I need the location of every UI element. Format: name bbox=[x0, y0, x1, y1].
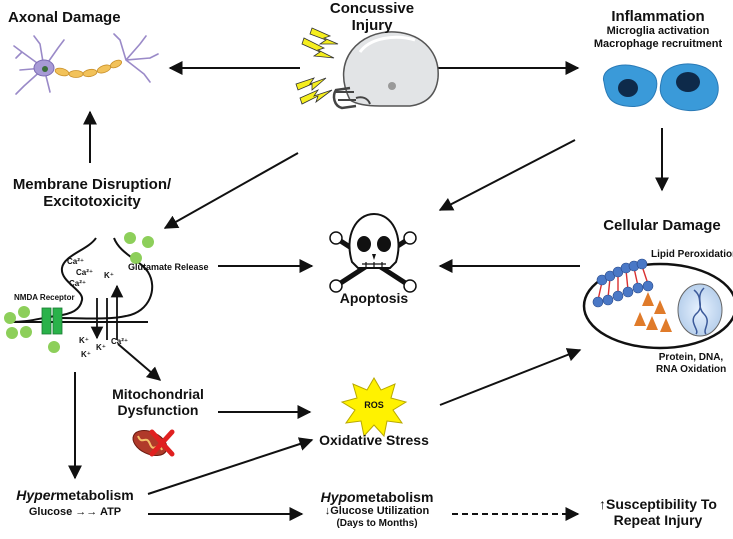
arrow-injury-to-membrane bbox=[163, 152, 299, 229]
hypo-sub-1: ↓Glucose Utilization bbox=[324, 505, 430, 518]
nmda-receptor-label: NMDA Receptor bbox=[14, 293, 75, 302]
ros-label: ROS bbox=[364, 400, 384, 410]
ion-k-1: K⁺ bbox=[79, 336, 89, 345]
arrow-oxidative-to-cellular bbox=[439, 348, 582, 406]
susceptibility-line-2: Repeat Injury bbox=[613, 512, 703, 529]
hyper-sub: Glucose →→ ATP bbox=[28, 506, 122, 519]
inflammation-cells-icon bbox=[602, 63, 719, 111]
arrow-synapse-to-mitochondrial bbox=[117, 343, 162, 381]
apoptosis-label: Apoptosis bbox=[339, 290, 409, 306]
ion-ca-1: Ca²⁺ bbox=[67, 257, 85, 266]
axonal-damage-label: Axonal Damage bbox=[8, 9, 121, 26]
arrow-hyper-to-oxidative bbox=[147, 437, 314, 495]
ros-burst-icon bbox=[340, 377, 408, 438]
neuron-icon bbox=[13, 33, 159, 95]
glutamate-release-label: Glutamate Release bbox=[128, 262, 209, 272]
inflammation-line-2: Macrophage recruitment bbox=[593, 37, 723, 50]
inflammation-line-1: Microglia activation bbox=[606, 25, 710, 38]
inflammation-title: Inflammation bbox=[611, 8, 705, 25]
hyper-suffix: metabolism bbox=[55, 487, 134, 503]
membrane-line-1: Membrane Disruption/ bbox=[12, 176, 172, 193]
lipid-peroxidation-label: Lipid Peroxidation bbox=[651, 249, 733, 260]
glutamate-dot bbox=[4, 232, 154, 353]
concussive-line-2: Injury bbox=[351, 17, 393, 35]
hypermetabolism-label: Hypermetabolism Glucose →→ ATP bbox=[4, 487, 146, 519]
arrow-inflammation-to-apoptosis bbox=[438, 139, 576, 211]
hyper-prefix: Hyper bbox=[16, 487, 56, 503]
membrane-line-2: Excitotoxicity bbox=[43, 193, 141, 211]
damaged-cell-icon bbox=[582, 258, 733, 350]
helmet-icon bbox=[332, 31, 439, 110]
red-x-icon bbox=[149, 429, 175, 457]
ion-k-top: K⁺ bbox=[104, 271, 114, 280]
inflammation-label: Inflammation Microglia activation Macrop… bbox=[593, 8, 723, 51]
ion-ca-bottom: Ca²⁺ bbox=[111, 337, 129, 346]
hypo-suffix: metabolism bbox=[355, 489, 434, 505]
hypo-prefix: Hypo bbox=[320, 489, 356, 505]
mito-line-1: Mitochondrial bbox=[112, 386, 204, 402]
concussive-injury-label: Concussive Injury bbox=[327, 0, 417, 35]
mitochondrion-icon bbox=[132, 429, 175, 457]
susceptibility-label: ↑Susceptibility To Repeat Injury bbox=[588, 496, 728, 528]
ion-k-2: K⁺ bbox=[96, 343, 106, 352]
protein-line-2: RNA Oxidation bbox=[656, 363, 727, 375]
cellular-damage-label: Cellular Damage bbox=[603, 217, 721, 234]
susceptibility-line-1: ↑Susceptibility To bbox=[599, 496, 717, 512]
hypo-sub-2: (Days to Months) bbox=[336, 517, 418, 529]
hypometabolism-label: Hypometabolism ↓Glucose Utilization (Day… bbox=[304, 489, 450, 529]
ion-ca-3: Ca²⁺ bbox=[69, 279, 87, 288]
membrane-disruption-label: Membrane Disruption/ Excitotoxicity bbox=[6, 176, 178, 211]
synapse-icon bbox=[9, 237, 154, 340]
ion-ca-2: Ca²⁺ bbox=[76, 268, 94, 277]
mito-line-2: Dysfunction bbox=[117, 402, 199, 419]
mitochondrial-dysfunction-label: Mitochondrial Dysfunction bbox=[108, 386, 208, 418]
concussive-line-1: Concussive bbox=[329, 0, 415, 17]
oxidative-stress-label: Oxidative Stress bbox=[319, 432, 429, 448]
protein-line-1: Protein, DNA, bbox=[658, 352, 724, 363]
protein-oxidation-label: Protein, DNA, RNA Oxidation bbox=[656, 352, 726, 375]
ion-k-3: K⁺ bbox=[81, 350, 91, 359]
lightning-icon bbox=[295, 27, 339, 105]
skull-crossbones-icon bbox=[329, 212, 417, 293]
